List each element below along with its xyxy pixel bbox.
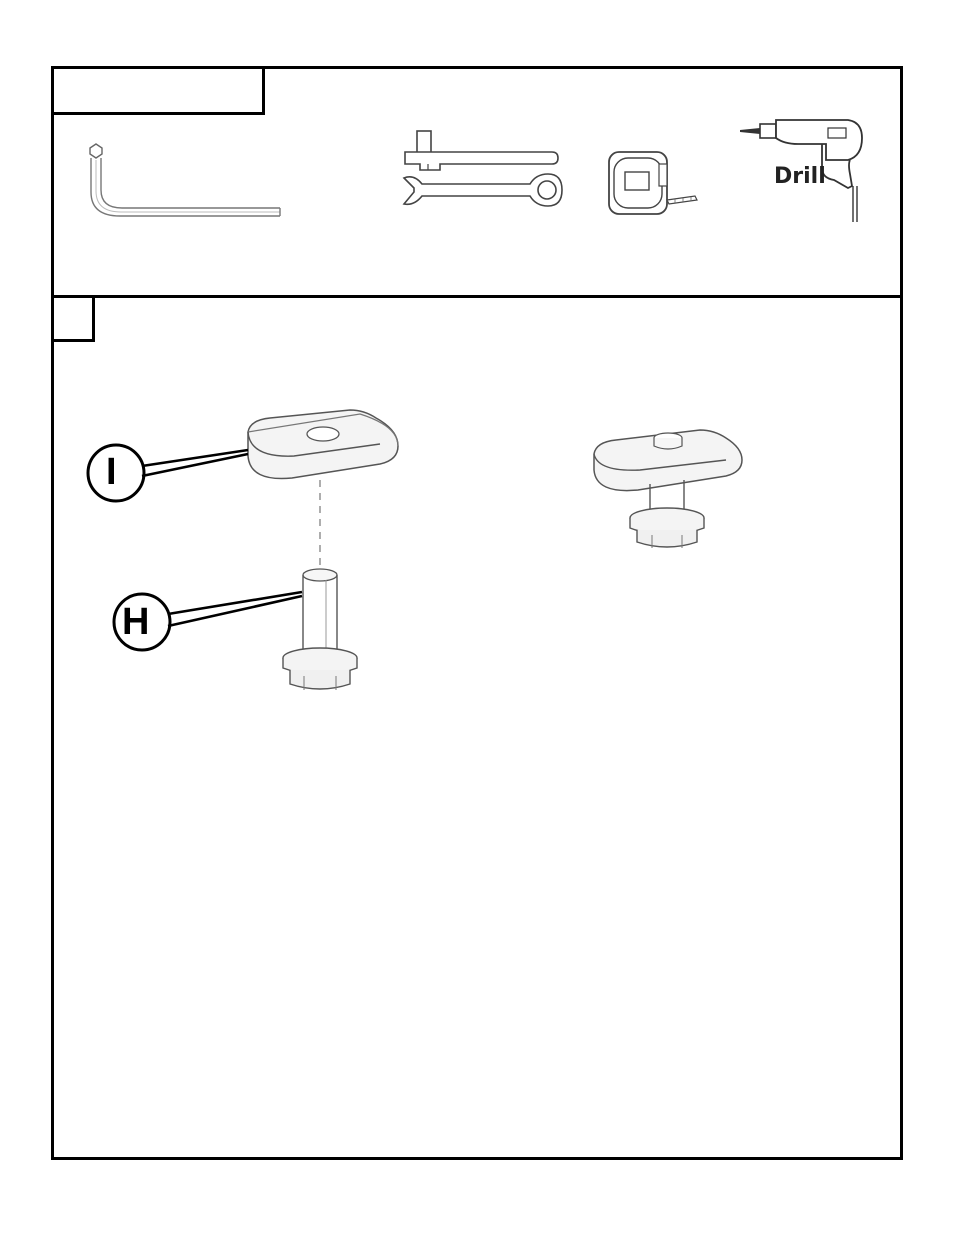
part-i-label: I <box>106 451 117 494</box>
exploded-assembly-diagram <box>80 400 410 700</box>
wrench-icon <box>400 128 570 218</box>
tape-measure-icon <box>605 148 705 220</box>
assembled-view-diagram <box>590 420 760 560</box>
step-number-tab <box>51 295 95 342</box>
tools-tab <box>51 66 265 115</box>
part-h-label: H <box>122 601 149 644</box>
drill-label: Drill <box>774 164 826 189</box>
hex-key-icon <box>80 140 290 230</box>
